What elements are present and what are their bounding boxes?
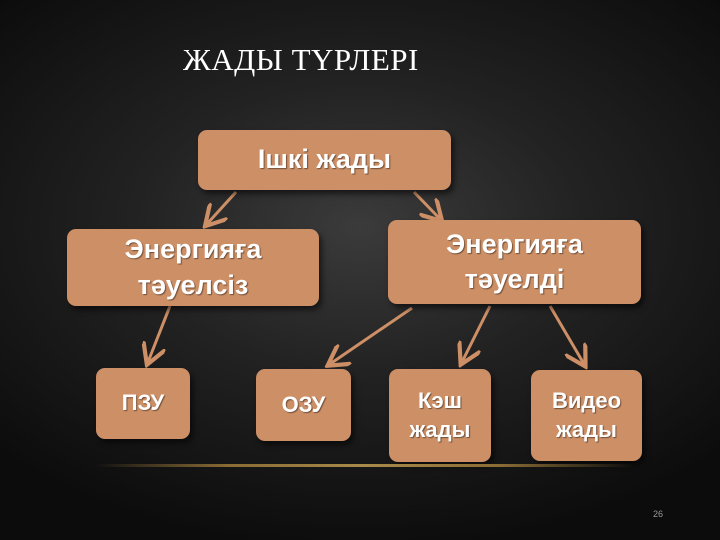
floor-reflection-line — [95, 464, 635, 467]
node-energy-dependent: Энергияға тәуелді — [388, 220, 641, 304]
node-energy-dependent-line2: тәуелді — [464, 264, 565, 294]
node-energy-dependent-line1: Энергияға — [446, 228, 583, 259]
node-video-memory: Видео жады — [531, 370, 642, 461]
arrow-dependent-to-cache — [462, 305, 492, 362]
node-cache-memory-line1: Кэш — [418, 387, 462, 413]
node-energy-independent: Энергияға тәуелсіз — [67, 229, 319, 306]
arrow-root-to-dependent — [412, 190, 440, 219]
node-ozu: ОЗУ — [256, 369, 351, 441]
arrow-dependent-to-ozu — [330, 306, 413, 364]
page-number: 26 — [653, 509, 664, 519]
arrow-root-to-independent — [207, 190, 238, 224]
node-cache-memory-line2: жады — [409, 416, 471, 442]
node-video-memory-line2: жады — [556, 416, 617, 442]
arrow-dependent-to-video — [548, 305, 584, 364]
node-internal-memory: Ішкі жады — [198, 130, 451, 190]
arrow-independent-to-pzu — [148, 305, 172, 362]
node-pzu-label: ПЗУ — [121, 390, 165, 416]
node-internal-memory-label: Ішкі жады — [257, 144, 392, 175]
node-energy-independent-line2: тәуелсіз — [137, 269, 249, 300]
node-energy-independent-line1: Энергияға — [124, 234, 262, 265]
node-pzu: ПЗУ — [96, 368, 190, 439]
node-cache-memory: Кэш жады — [389, 369, 491, 462]
node-video-memory-line1: Видео — [551, 387, 622, 413]
node-ozu-label: ОЗУ — [281, 391, 326, 417]
slide-title: ЖАДЫ ТҮРЛЕРІ — [183, 42, 419, 77]
